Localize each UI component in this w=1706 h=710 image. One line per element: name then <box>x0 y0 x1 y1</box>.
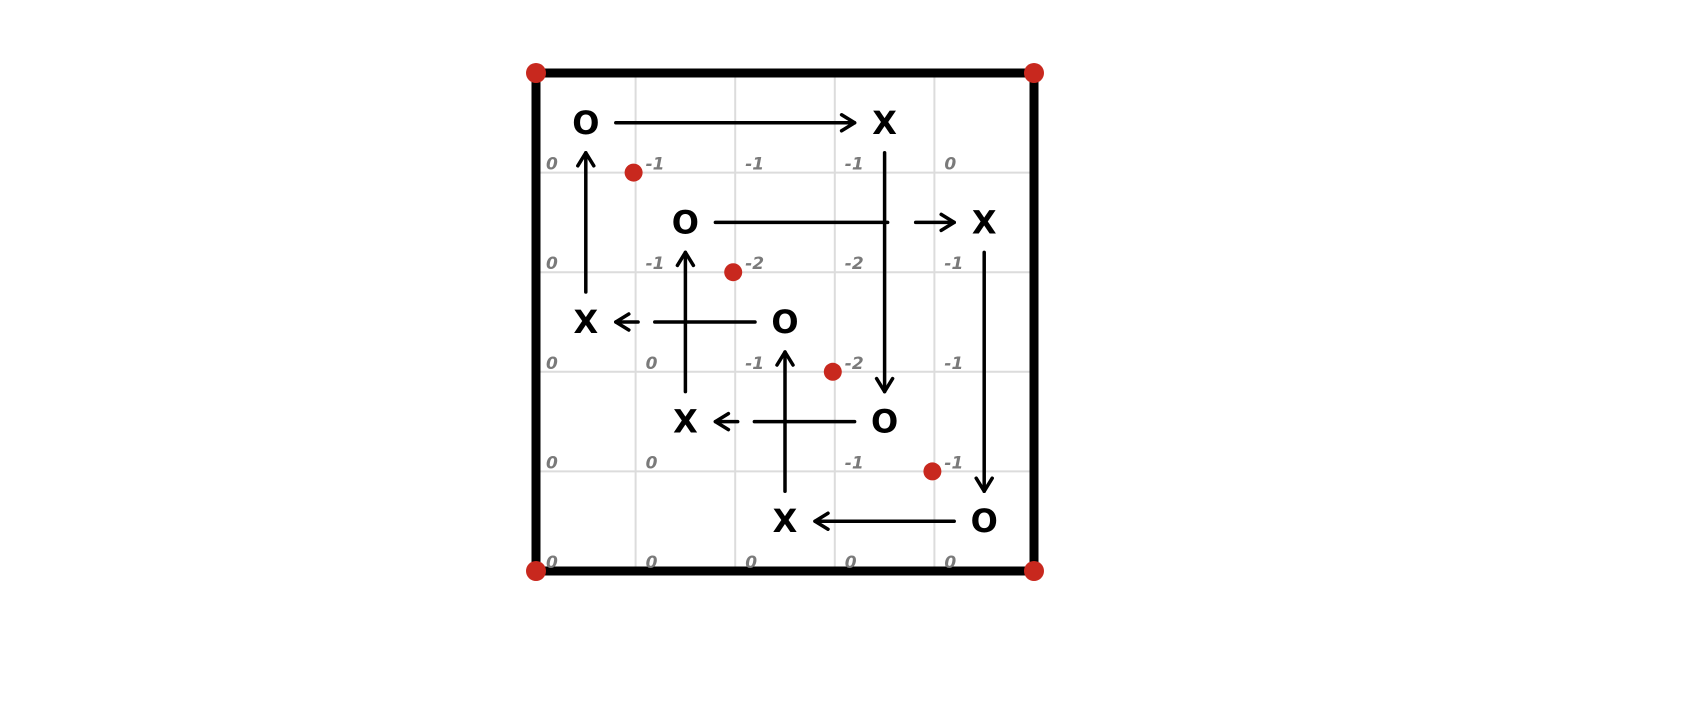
vertex-number: -1 <box>845 155 864 175</box>
arrow <box>576 151 596 294</box>
vertex-number: 0 <box>745 553 757 573</box>
vertex-number: -2 <box>745 254 764 274</box>
arrow <box>713 212 956 233</box>
vertex-dot <box>823 362 842 381</box>
arrow-head <box>614 312 631 332</box>
arrow <box>614 312 757 332</box>
cell-symbols: O X O X X O X O X O <box>572 104 998 540</box>
vertex-number: -1 <box>646 254 665 274</box>
vertex-number: 0 <box>646 453 658 473</box>
vertex-number: 0 <box>944 155 956 175</box>
vertex-number: -1 <box>745 354 764 374</box>
arrow <box>713 411 857 432</box>
arrow <box>813 511 956 531</box>
arrow-head <box>775 350 795 367</box>
vertex-number: 0 <box>646 553 658 573</box>
o-symbol: O <box>771 303 798 341</box>
arrow-head <box>939 212 956 233</box>
vertex-number: -2 <box>845 354 864 374</box>
vertex-number-labels: 0 -1 -1 -1 0 0 -1 -2 -2 -1 0 0 -1 -2 -1 0 0 -1 -1 0 0 0 0 0 <box>546 155 963 573</box>
vertex-number: -1 <box>944 453 963 473</box>
corner-dot <box>526 561 546 581</box>
corner-dot <box>1024 561 1044 581</box>
x-symbol: X <box>673 403 698 441</box>
vertex-number: -1 <box>944 254 963 274</box>
corner-dot <box>526 63 546 83</box>
vertex-number: -2 <box>845 254 864 274</box>
vertex-number: -1 <box>745 155 764 175</box>
vertex-number: -1 <box>845 453 864 473</box>
o-symbol: O <box>971 502 998 540</box>
square-frame <box>531 68 1039 576</box>
vertex-number: 0 <box>546 453 558 473</box>
vertex-number: -1 <box>646 155 665 175</box>
arrow-head <box>839 113 857 133</box>
arrow-head <box>713 411 731 432</box>
x-symbol: X <box>972 203 997 241</box>
arrow <box>614 113 857 133</box>
arrow-head <box>675 250 696 268</box>
o-symbol: O <box>871 403 898 441</box>
arrow-head <box>874 376 895 394</box>
corner-dot <box>1024 63 1044 83</box>
vertex-number: 0 <box>845 553 857 573</box>
arrow-head <box>974 476 994 493</box>
vertex-dot <box>624 163 643 182</box>
o-symbol: O <box>572 104 599 142</box>
arrow-head <box>813 511 830 531</box>
vertex-dot <box>724 263 743 282</box>
x-symbol: X <box>773 502 798 540</box>
x-symbol: X <box>872 104 897 142</box>
vertex-number: 0 <box>646 354 658 374</box>
vertex-number: 0 <box>546 553 558 573</box>
arrow <box>974 250 994 493</box>
o-symbol: O <box>672 203 699 241</box>
arrow <box>874 151 895 394</box>
vertex-dot <box>923 462 942 481</box>
vertex-number: 0 <box>546 155 558 175</box>
cycle-arrows <box>576 113 994 531</box>
outer-frame <box>531 68 1039 576</box>
vertex-number: -1 <box>944 354 963 374</box>
x-symbol: X <box>573 303 598 341</box>
vertex-number: 0 <box>944 553 956 573</box>
arrow-head <box>576 151 596 168</box>
red-dots <box>526 63 1044 581</box>
vertex-number: 0 <box>546 254 558 274</box>
vertex-number: 0 <box>546 354 558 374</box>
grid-lines <box>536 73 1034 571</box>
